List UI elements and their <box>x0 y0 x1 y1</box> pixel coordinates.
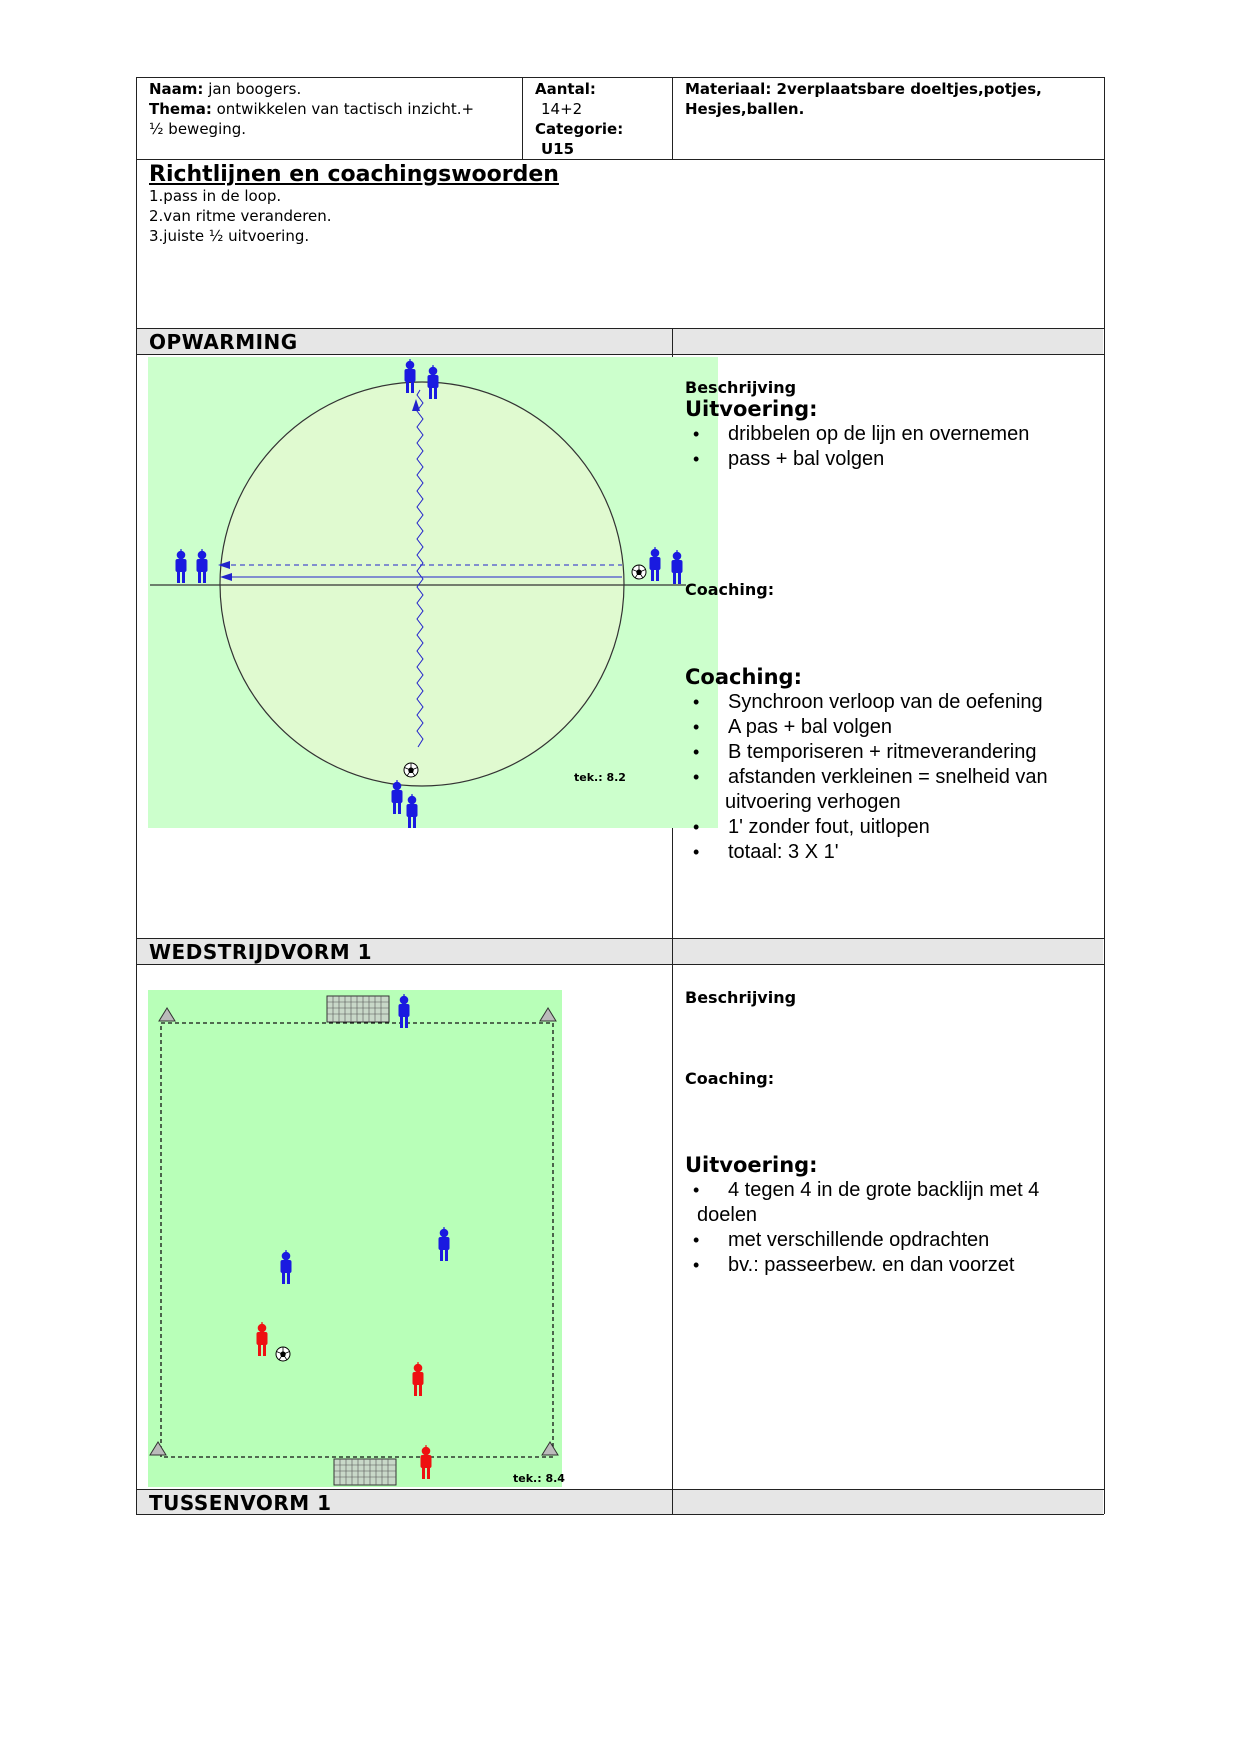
naam-line: Naam: jan boogers. <box>149 80 301 99</box>
thema-label: Thema: <box>149 100 212 118</box>
list-item: A pas + bal volgen <box>685 715 1048 740</box>
coaching-list: Synchroon verloop van de oefening A pas … <box>685 690 1048 865</box>
thema-line: Thema: ontwikkelen van tactisch inzicht.… <box>149 100 474 119</box>
richtlijn-item: 2.van ritme veranderen. <box>149 207 332 225</box>
richtlijn-item: 1.pass in de loop. <box>149 187 282 205</box>
tussenvorm-heading: TUSSENVORM 1 <box>149 1491 332 1515</box>
beschrijving-label: Beschrijving <box>685 988 797 1007</box>
cone <box>149 1441 167 1456</box>
uitvoering-label: Uitvoering: <box>685 1153 818 1177</box>
cone <box>541 1441 559 1456</box>
arrow-head <box>220 573 232 581</box>
naam-value: jan boogers. <box>203 80 302 98</box>
thema-value: ontwikkelen van tactisch inzicht.+ <box>211 100 475 118</box>
wedstrijd-pitch <box>148 990 562 1487</box>
pitch-boundary <box>160 1022 554 1458</box>
goal-top <box>326 995 390 1023</box>
list-item: dribbelen op de lijn en overnemen <box>685 422 1029 447</box>
thema-value-line2: ½ beweging. <box>149 120 247 138</box>
categorie-label: Categorie: <box>535 120 624 138</box>
coaching-label: Coaching: <box>685 665 802 689</box>
uitvoering-list: 4 tegen 4 in de grote backlijn met 4 doe… <box>685 1178 1039 1278</box>
list-item: 1' zonder fout, uitlopen <box>685 815 1048 840</box>
list-item: met verschillende opdrachten <box>685 1228 1039 1253</box>
richtlijnen-title: Richtlijnen en coachingswoorden <box>149 162 559 187</box>
naam-label: Naam: <box>149 80 204 98</box>
list-item: uitvoering verhogen <box>725 791 901 813</box>
materiaal-line2: Hesjes,ballen. <box>685 100 805 118</box>
aantal-label: Aantal: <box>535 80 596 98</box>
arrow-head <box>412 399 420 411</box>
diagram-tag: tek.: 8.2 <box>574 771 626 784</box>
coaching-label: Coaching: <box>685 1069 775 1088</box>
coaching-small-label: Coaching: <box>685 580 775 599</box>
wedstrijdvorm-heading: WEDSTRIJDVORM 1 <box>149 940 373 964</box>
list-item: doelen <box>697 1204 758 1226</box>
categorie-value: U15 <box>541 140 575 158</box>
ball <box>275 1346 291 1362</box>
list-item: B temporiseren + ritmeverandering <box>685 740 1048 765</box>
cone <box>158 1007 176 1022</box>
list-item: pass + bal volgen <box>685 447 1029 472</box>
beschrijving-label: Beschrijving <box>685 378 797 397</box>
list-item: afstanden verkleinen = snelheid van <box>685 765 1048 790</box>
materiaal-line1: Materiaal: 2verplaatsbare doeltjes,potje… <box>685 80 1042 98</box>
cone <box>539 1007 557 1022</box>
list-item: Synchroon verloop van de oefening <box>685 690 1048 715</box>
aantal-value: 14+2 <box>541 100 583 118</box>
arrow-head <box>218 561 230 569</box>
uitvoering-list: dribbelen op de lijn en overnemen pass +… <box>685 422 1029 472</box>
list-item: bv.: passeerbew. en dan voorzet <box>685 1253 1039 1278</box>
opwarming-heading: OPWARMING <box>149 330 298 354</box>
goal-bottom <box>333 1458 397 1486</box>
list-item: totaal: 3 X 1' <box>685 840 1048 865</box>
diagram-tag: tek.: 8.4 <box>513 1472 565 1485</box>
richtlijn-item: 3.juiste ½ uitvoering. <box>149 227 310 245</box>
list-item: 4 tegen 4 in de grote backlijn met 4 <box>685 1178 1039 1203</box>
uitvoering-label: Uitvoering: <box>685 397 818 421</box>
opwarming-circle <box>219 381 625 787</box>
dribble-path <box>416 389 424 748</box>
